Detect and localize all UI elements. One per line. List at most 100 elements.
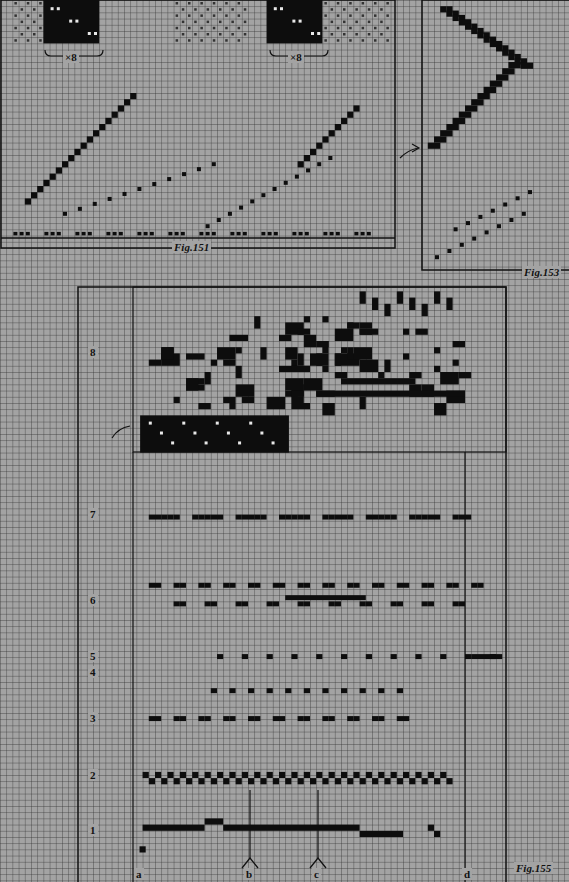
figure-cell: [409, 372, 421, 378]
heading-mark: [137, 232, 141, 236]
figure-cell: [223, 360, 235, 366]
figure-cell: [211, 360, 217, 366]
stitch-mark: [239, 206, 243, 210]
row-bar: [205, 583, 211, 588]
twill-line: [74, 149, 80, 155]
checker-cell: [205, 772, 211, 778]
row-mark: [329, 716, 335, 721]
row-mark: [155, 716, 161, 721]
row-mark: [273, 716, 279, 721]
point-letter: b: [244, 868, 254, 880]
weave-dot: [14, 14, 17, 17]
band-line: [477, 32, 483, 38]
band-line: [508, 54, 514, 60]
row-bar: [236, 515, 242, 520]
repeat-mark: ×8: [63, 51, 79, 63]
twill-line: [341, 118, 347, 124]
stitch-mark: [317, 162, 321, 166]
twill-line: [329, 130, 335, 136]
row-mark: [211, 688, 217, 693]
twill-line: [43, 180, 49, 186]
row-mark: [304, 716, 310, 721]
figure-cell: [322, 403, 334, 415]
row-bar: [384, 515, 390, 520]
row-bar: [155, 515, 161, 520]
row-mark: [316, 654, 322, 659]
weave-dot: [337, 39, 340, 42]
weave-dot: [207, 33, 210, 36]
row-mark: [149, 716, 155, 721]
figure-cell: [285, 378, 304, 390]
row-bar: [298, 601, 304, 606]
checker-cell: [434, 778, 440, 784]
heading-mark: [144, 232, 148, 236]
stitch-mark: [503, 203, 507, 207]
weave-dot: [219, 21, 222, 24]
figure-cell: [434, 403, 446, 415]
row-mark: [242, 654, 248, 659]
figure-cell: [298, 353, 304, 365]
weave-dot: [200, 14, 203, 17]
blob-dot: [238, 441, 241, 444]
row-mark: [223, 716, 229, 721]
pointer-arrow: [112, 426, 130, 438]
figure-cell: [360, 360, 379, 372]
twill-line: [56, 167, 62, 173]
weave-dot: [244, 33, 247, 36]
row-mark: [397, 688, 403, 693]
checker-cell: [223, 778, 229, 784]
checker-cell: [329, 772, 335, 778]
stitch-mark: [472, 237, 476, 241]
band-line: [428, 143, 440, 149]
checker-cell: [174, 778, 180, 784]
row-bar: [341, 515, 347, 520]
figure-cell: [304, 335, 316, 347]
weave-dot: [362, 27, 365, 30]
row-bar: [453, 515, 459, 520]
heading-mark: [237, 232, 241, 236]
twill-line: [99, 124, 105, 130]
checker-cell: [372, 778, 378, 784]
weave-dot: [194, 21, 197, 24]
heading-mark: [119, 232, 123, 236]
row-bar: [347, 583, 353, 588]
figure-cell: [360, 329, 379, 335]
row-bar: [298, 583, 304, 588]
figure-cell: [236, 384, 255, 396]
row-bar: [211, 515, 217, 520]
weave-dot: [368, 33, 371, 36]
weave-dot: [27, 14, 30, 17]
heading-mark: [305, 232, 309, 236]
weave-dot: [182, 21, 185, 24]
figure-cell: [161, 347, 173, 359]
weave-dot: [207, 8, 210, 11]
row-bar: [471, 583, 477, 588]
weave-dot: [200, 27, 203, 30]
checker-cell: [254, 772, 260, 778]
weave-dot: [238, 27, 241, 30]
row-mark: [440, 654, 446, 659]
weave-dot: [386, 39, 389, 42]
weave-dot: [386, 2, 389, 5]
band-line: [446, 124, 458, 130]
row-bar: [446, 583, 452, 588]
weave-dot: [238, 14, 241, 17]
weave-dot: [194, 8, 197, 11]
checker-cell: [260, 778, 266, 784]
pointer-arrow: [412, 144, 419, 152]
blob-dot: [227, 432, 230, 435]
figure-cell: [161, 347, 173, 359]
checker-cell: [236, 778, 242, 784]
weave-dot: [225, 2, 228, 5]
row-mark: [322, 716, 328, 721]
row-mark: [285, 688, 291, 693]
stitch-mark: [478, 215, 482, 219]
row-bar: [453, 601, 459, 606]
band-line: [477, 93, 489, 99]
weave-dot: [176, 14, 179, 17]
checker-cell: [409, 778, 415, 784]
row-bar: [471, 654, 502, 659]
figure-cell: [341, 378, 415, 384]
blob-dot: [193, 432, 196, 435]
